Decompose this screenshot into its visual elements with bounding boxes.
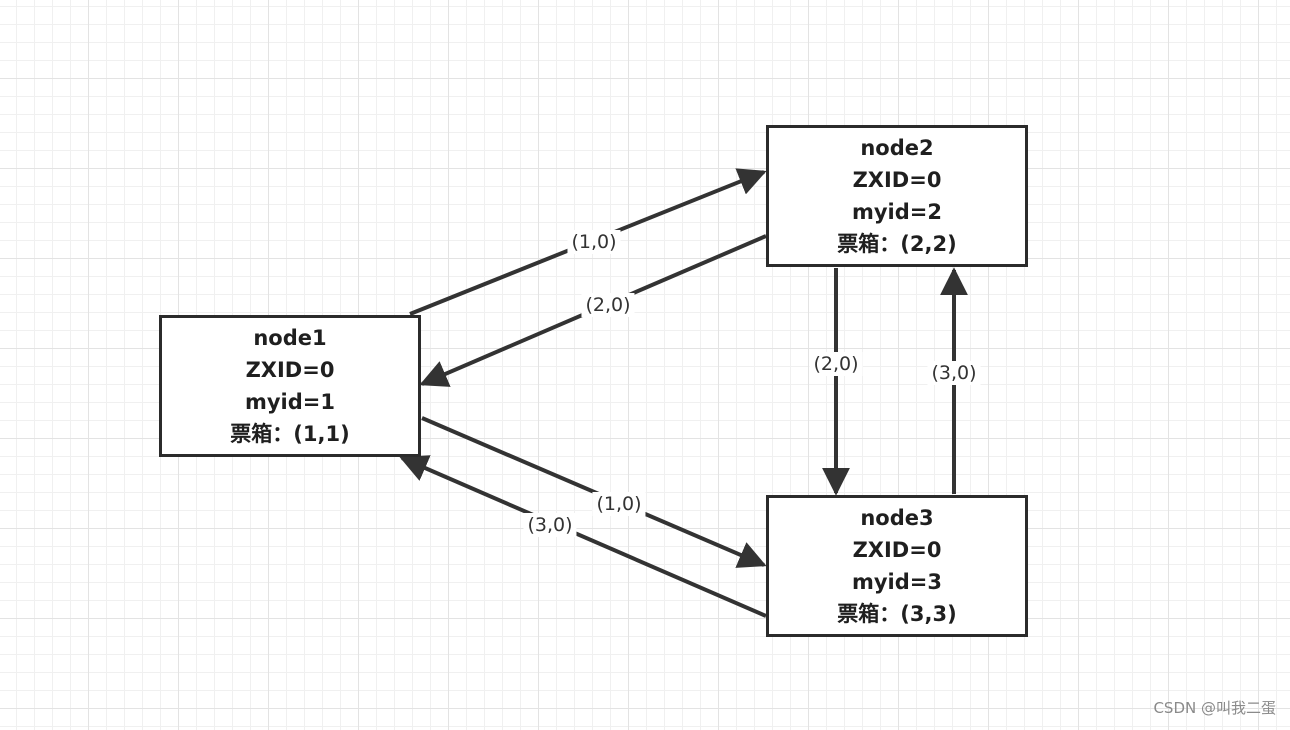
- edge-label-node3-to-node2: (3,0): [927, 361, 981, 385]
- node-box-node3: node3 ZXID=0 myid=3 票箱：(3,3): [766, 495, 1028, 637]
- edge-label-node2-to-node1: (2,0): [581, 293, 635, 317]
- node-myid: myid=1: [244, 390, 335, 414]
- edge-label-node1-to-node3: (1,0): [592, 492, 646, 516]
- watermark: CSDN @叫我二蛋: [1153, 699, 1276, 717]
- node-name: node3: [860, 506, 934, 530]
- node-myid: myid=3: [851, 570, 942, 594]
- node-zxid: ZXID=0: [852, 168, 942, 192]
- edge-node3-to-node1: [399, 455, 767, 618]
- node-myid: myid=2: [851, 200, 942, 224]
- node-ballot: 票箱：(1,1): [230, 422, 350, 446]
- node-ballot: 票箱：(3,3): [837, 602, 957, 626]
- node-name: node2: [860, 136, 934, 160]
- edge-label-node1-to-node2: (1,0): [567, 230, 621, 254]
- edge-node1-to-node3: [421, 416, 767, 568]
- node-zxid: ZXID=0: [852, 538, 942, 562]
- node-name: node1: [253, 326, 327, 350]
- edge-label-node2-to-node3: (2,0): [809, 352, 863, 376]
- node-box-node1: node1 ZXID=0 myid=1 票箱：(1,1): [159, 315, 421, 457]
- node-box-node2: node2 ZXID=0 myid=2 票箱：(2,2): [766, 125, 1028, 267]
- node-zxid: ZXID=0: [245, 358, 335, 382]
- edge-label-node3-to-node1: (3,0): [523, 513, 577, 537]
- node-ballot: 票箱：(2,2): [837, 232, 957, 256]
